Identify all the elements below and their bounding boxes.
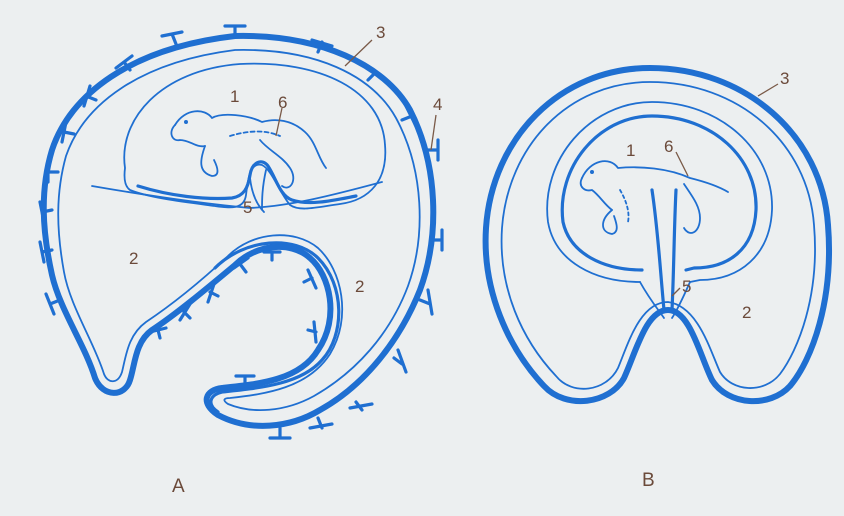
panel-a-label-1: 1 <box>230 87 239 106</box>
panel-b-label-3: 3 <box>780 69 789 88</box>
panel-a-label-6: 6 <box>278 93 287 112</box>
panel-a-label-4: 4 <box>433 95 442 114</box>
panel-a-label-3: 3 <box>376 23 385 42</box>
panel-a-label-2-right: 2 <box>355 277 364 296</box>
panel-b-label-5: 5 <box>682 277 691 296</box>
panel-a-label-2-left: 2 <box>129 249 138 268</box>
panel-b-caption: B <box>642 470 655 491</box>
panel-a-caption: A <box>172 476 185 497</box>
panel-b-label-1: 1 <box>626 141 635 160</box>
panel-a-label-5: 5 <box>243 198 252 217</box>
panel-b-label-2: 2 <box>742 303 751 322</box>
panel-b-label-6: 6 <box>664 137 673 156</box>
